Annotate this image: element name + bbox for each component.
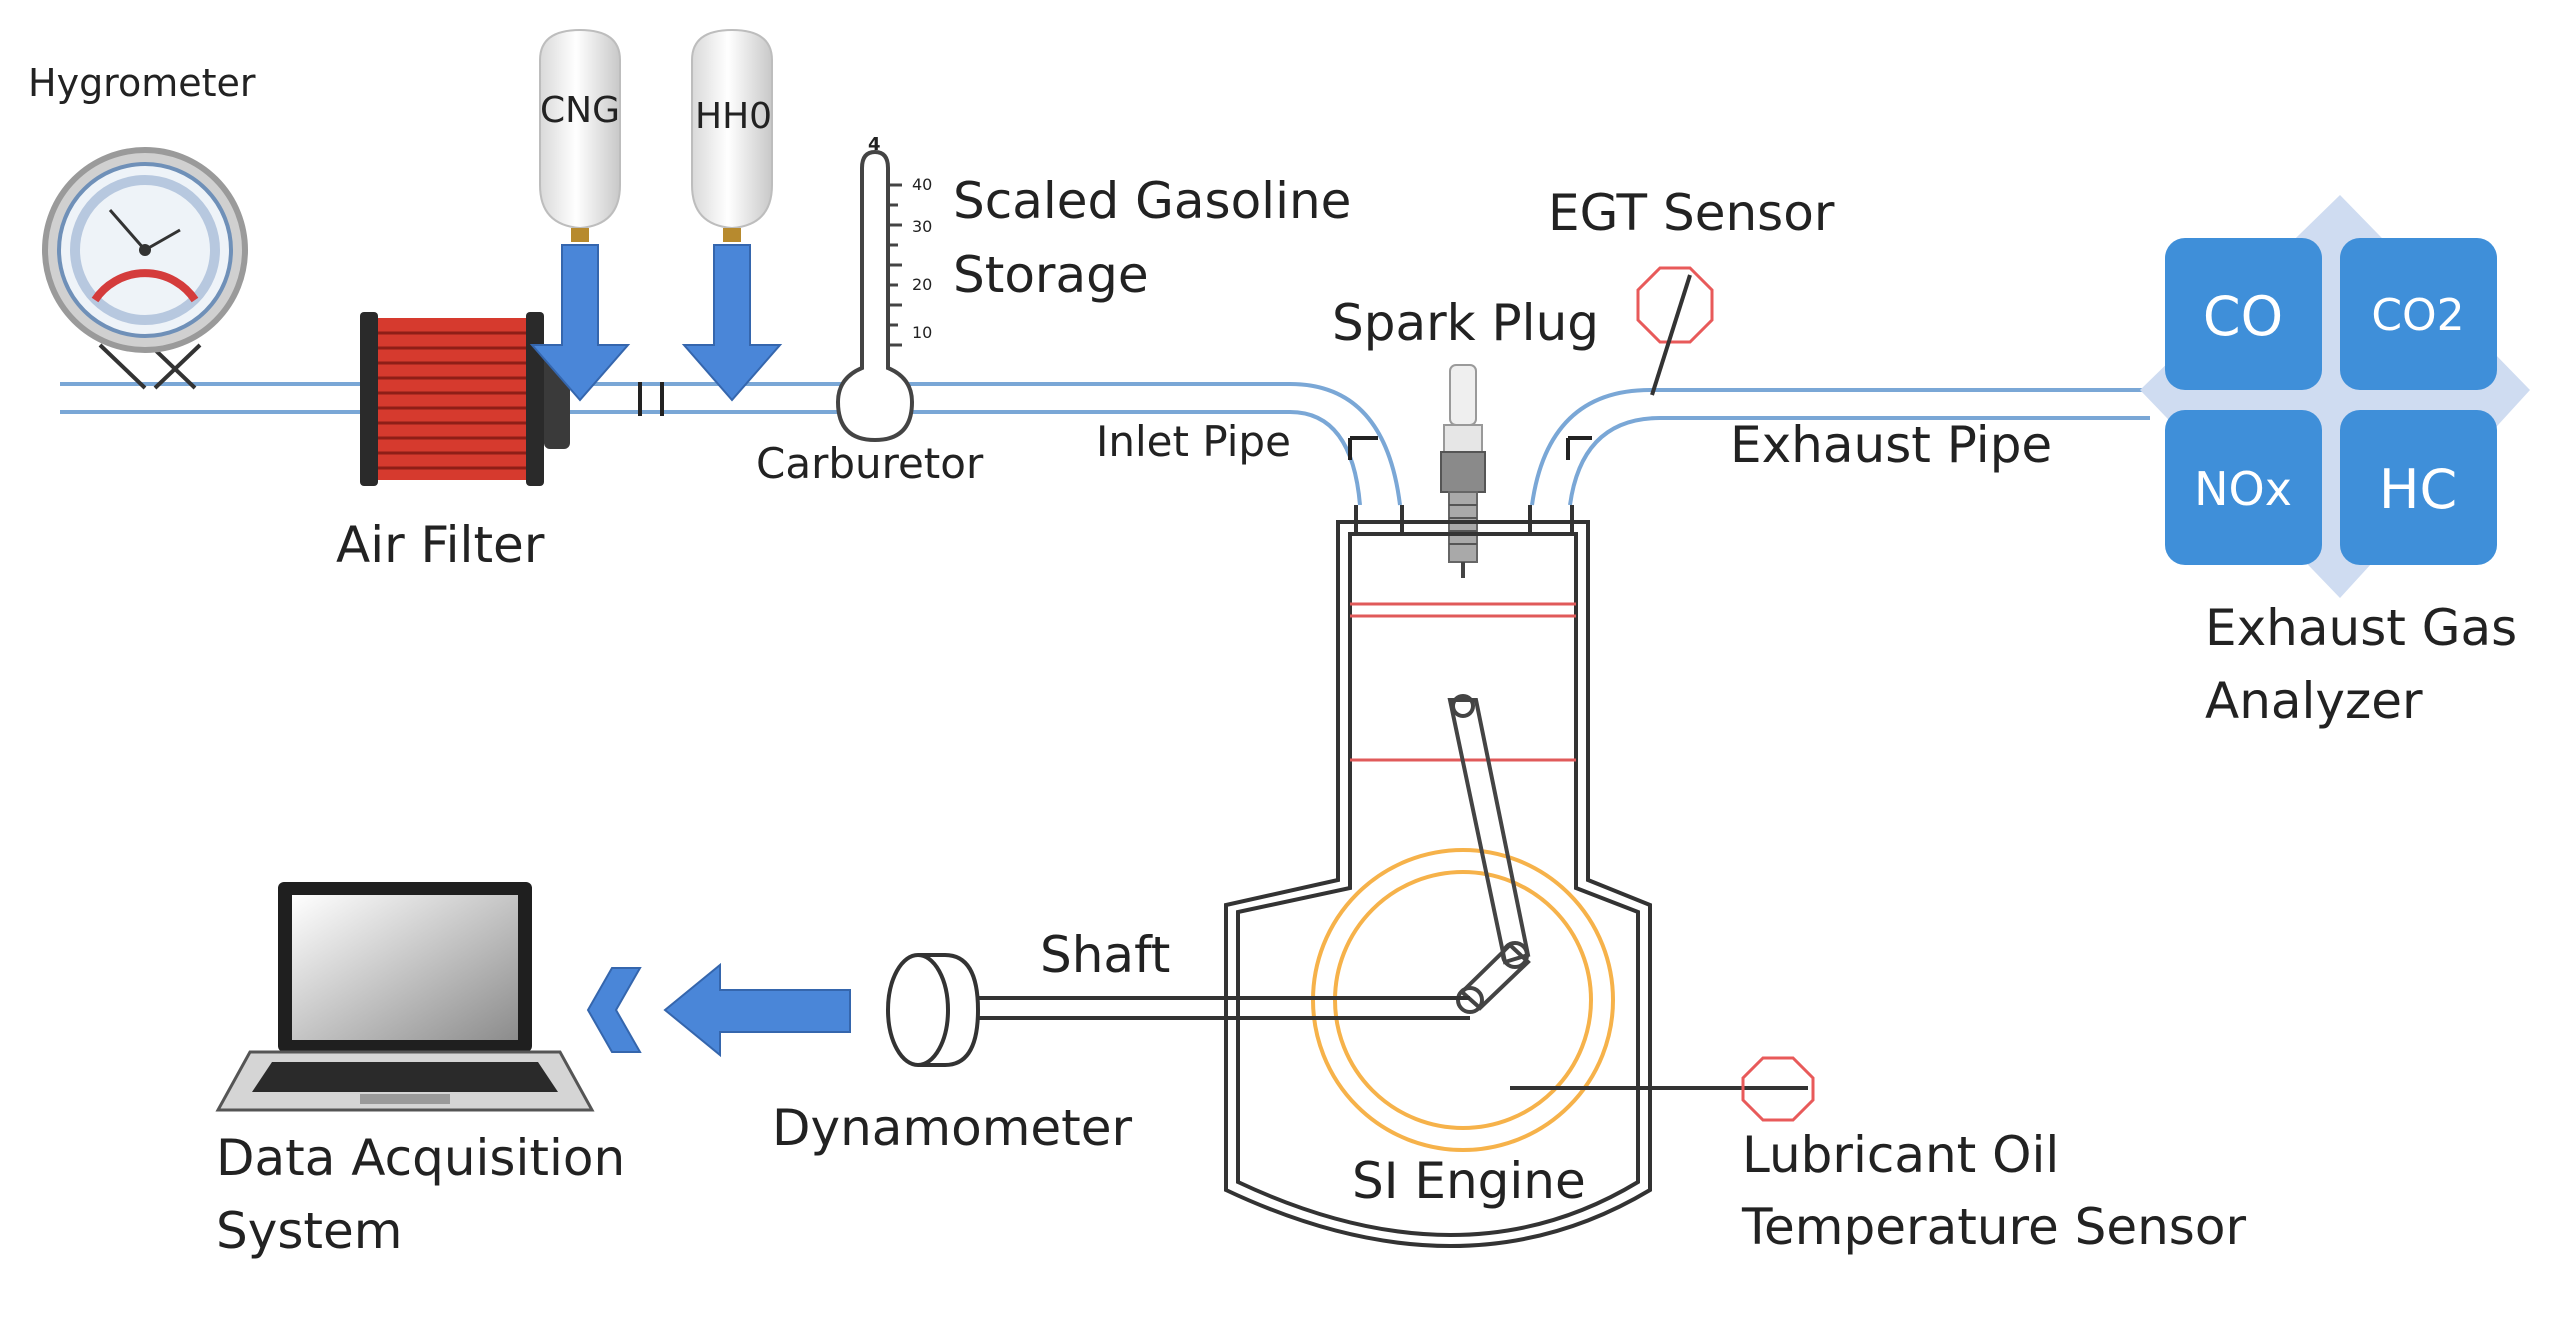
label-air-filter: Air Filter [336, 516, 545, 574]
air-filter-device [360, 312, 570, 486]
dynamometer-device [886, 953, 981, 1067]
label-exhaust-pipe: Exhaust Pipe [1730, 416, 2052, 474]
exhaust-gas-analyzer: CO CO2 NOx HC [2140, 195, 2530, 598]
egt-sensor [1636, 266, 1714, 396]
label-hygrometer: Hygrometer [28, 61, 256, 105]
gasoline-storage-thermometer: 4 40 30 20 10 [835, 134, 932, 443]
label-data-acquisition-line1: Data Acquisition [216, 1129, 625, 1187]
laptop-data-acquisition [215, 882, 595, 1112]
analyzer-hc: HC [2379, 458, 2457, 521]
hh0-tank [691, 28, 773, 242]
label-hh0: HH0 [695, 96, 772, 137]
label-cng: CNG [540, 90, 620, 131]
engine-ports [1354, 505, 1574, 534]
analyzer-co: CO [2203, 285, 2283, 348]
tick-10: 10 [912, 323, 932, 342]
label-inlet-pipe: Inlet Pipe [1096, 417, 1291, 466]
thermometer-top-label: 4 [868, 134, 881, 155]
inlet-valve-marks [638, 382, 1378, 460]
label-lubricant-oil-line1: Lubricant Oil [1742, 1126, 2059, 1184]
data-flow-chevron [586, 967, 642, 1053]
label-lubricant-oil-line2: Temperature Sensor [1741, 1198, 2246, 1256]
exhaust-valve-marks [1566, 436, 1592, 460]
label-scaled-gasoline-line1: Scaled Gasoline [953, 172, 1351, 230]
piston-rings [1350, 602, 1576, 762]
hygrometer-device [42, 147, 248, 390]
analyzer-nox: NOx [2194, 462, 2292, 516]
label-scaled-gasoline-line2: Storage [953, 246, 1149, 304]
exhaust-pipe [1530, 388, 2150, 506]
inlet-pipe [60, 382, 1402, 506]
label-si-engine: SI Engine [1352, 1152, 1586, 1210]
engine-block [1224, 520, 1652, 1248]
cng-flow-arrow [529, 244, 631, 402]
tick-40: 40 [912, 175, 932, 194]
tick-20: 20 [912, 275, 932, 294]
label-egt-sensor: EGT Sensor [1548, 184, 1835, 242]
cng-tank [539, 28, 621, 242]
lubricant-oil-temperature-sensor [1510, 1056, 1815, 1122]
shaft [972, 996, 1470, 1020]
label-exhaust-analyzer-line1: Exhaust Gas [2205, 599, 2517, 657]
label-data-acquisition-line2: System [216, 1202, 402, 1260]
data-flow-arrow [663, 962, 851, 1058]
label-dynamometer: Dynamometer [772, 1099, 1133, 1157]
label-carburetor: Carburetor [756, 439, 984, 488]
hh0-flow-arrow [681, 244, 783, 402]
analyzer-co2: CO2 [2371, 290, 2464, 341]
spark-plug-device [1440, 364, 1486, 578]
label-exhaust-analyzer-line2: Analyzer [2205, 672, 2423, 730]
tick-30: 30 [912, 217, 932, 236]
label-spark-plug: Spark Plug [1332, 294, 1599, 352]
label-shaft: Shaft [1040, 926, 1170, 984]
